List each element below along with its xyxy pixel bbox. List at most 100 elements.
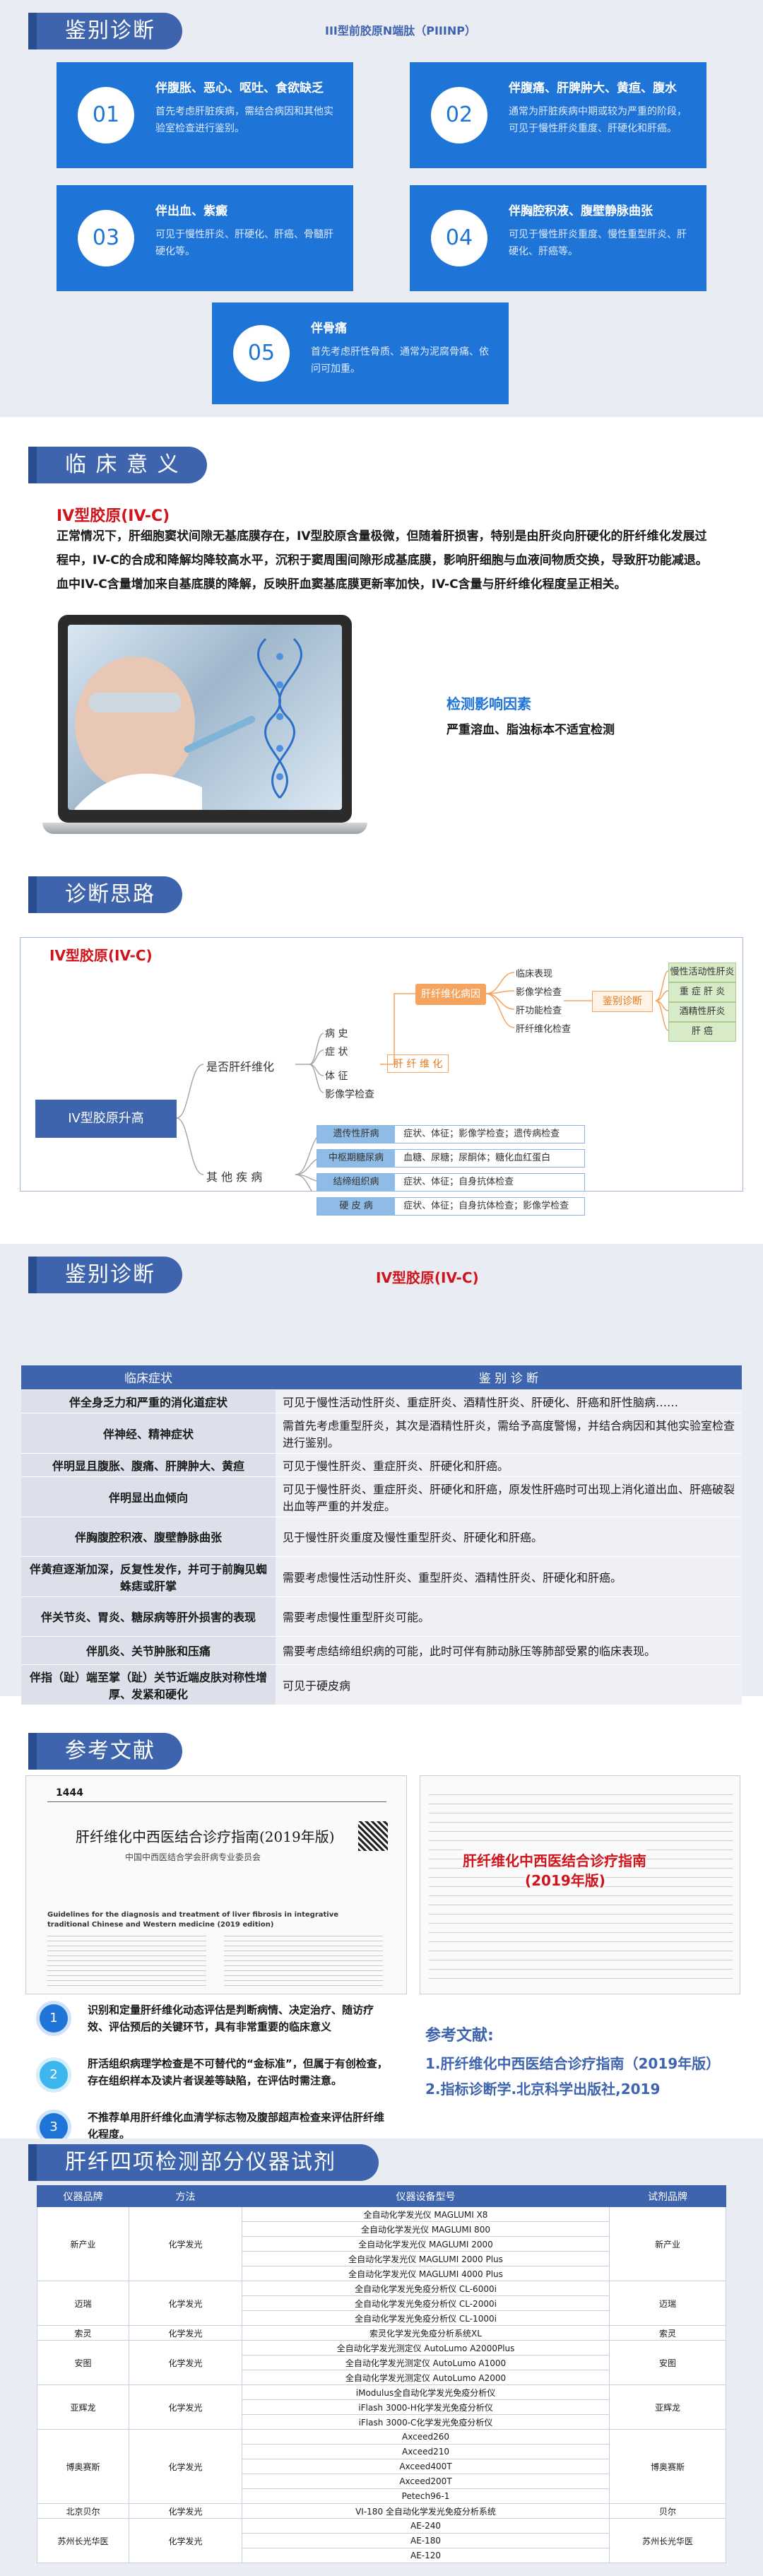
symptom-cell: 伴明显出血倾向 — [21, 1476, 276, 1517]
journal-text-column — [47, 1931, 206, 1988]
instrument-model-cell: 全自动化学发光免疫分析仪 CL-2000i — [242, 2295, 610, 2311]
section5-header: 参考文献 — [28, 1733, 182, 1770]
mindmap-b2-item: 硬 皮 病 症状、体征；自身抗体检查；影像学检查 — [317, 1197, 585, 1216]
section2-paragraph: 正常情况下，肝细胞窦状间隙无基底膜存在，IV型胶原含量极微，但随着肝损害，特别是… — [57, 529, 708, 592]
journal-overlay-title: 肝纤维化中西医结合诊疗指南 — [463, 1849, 646, 1870]
instrument-header-model: 仪器设备型号 — [242, 2185, 610, 2207]
instrument-reagent-cell: 迈瑞 — [609, 2281, 726, 2326]
instrument-model-cell: Axceed210 — [242, 2444, 610, 2459]
diagnosis-table-wrap: 临床症状 鉴 别 诊 断 伴全身乏力和严重的消化道症状可见于慢性活动性肝炎、重症… — [21, 1365, 742, 1705]
instrument-model-cell: AE-120 — [242, 2548, 610, 2563]
mindmap-b2-text: 症状、体征；影像学检查；遗传病检查 — [403, 1129, 560, 1139]
instrument-model-cell: 全自动化学发光仪 MAGLUMI 800 — [242, 2221, 610, 2237]
mindmap-title: IV型胶原(IV-C) — [49, 947, 153, 964]
instrument-model-cell: 全自动化学发光免疫分析仪 CL-6000i — [242, 2281, 610, 2296]
mindmap-b1-item: 病 史 — [325, 1028, 348, 1040]
diagnosis-cell: 可见于慢性活动性肝炎、重症肝炎、酒精性肝炎、肝硬化、肝癌和肝性脑病…… — [276, 1389, 742, 1413]
instrument-method-cell: 化学发光 — [129, 2384, 242, 2430]
instrument-reagent-cell: 苏州长光华医 — [609, 2518, 726, 2563]
instrument-model-cell: 全自动化学发光测定仪 AutoLumo A2000Plus — [242, 2340, 610, 2356]
journal-page-number: 1444 — [56, 1787, 83, 1799]
references-title: 参考文献: — [425, 2027, 494, 2045]
mindmap-root: IV型胶原升高 — [35, 1100, 177, 1138]
diagnosis-cell: 需要考虑慢性重型肝炎可能。 — [276, 1596, 742, 1637]
diagnosis-cell: 可见于硬皮病 — [276, 1664, 742, 1705]
mindmap-judge-node: 鉴别诊断 — [592, 991, 653, 1012]
mindmap-b2-text: 症状、体征；自身抗体检查；影像学检查 — [403, 1201, 569, 1211]
mindmap-fibrosis-node: 肝 纤 维 化 — [387, 1054, 449, 1073]
mindmap-b2-label: 中枢期糖尿病 — [317, 1150, 395, 1167]
instrument-model-cell: Axceed260 — [242, 2429, 610, 2445]
instrument-reagent-cell: 新产业 — [609, 2206, 726, 2281]
mindmap-b2-label: 结缔组织病 — [317, 1174, 395, 1191]
instrument-model-cell: iFlash 3000-C化学发光免疫分析仪 — [242, 2414, 610, 2430]
instrument-brand-cell: 亚辉龙 — [37, 2384, 129, 2430]
section3-header: 诊断思路 — [28, 876, 182, 913]
card-02: 02 伴腹痛、肝脾肿大、黄疸、腹水 通常为肝脏疾病中期或较为严重的阶段，可见于慢… — [410, 62, 706, 168]
factor-text: 严重溶血、脂浊标本不适宜检测 — [446, 723, 615, 737]
instrument-model-cell: iFlash 3000-H化学发光免疫分析仪 — [242, 2399, 610, 2415]
instrument-header-method: 方法 — [129, 2185, 242, 2207]
instrument-method-cell: 化学发光 — [129, 2429, 242, 2504]
instrument-model-cell: 全自动化学发光免疫分析仪 CL-1000i — [242, 2310, 610, 2326]
instrument-model-cell: iModulus全自动化学发光免疫分析仪 — [242, 2384, 610, 2400]
card-title: 伴胸腔积液、腹壁静脉曲张 — [509, 204, 653, 218]
instrument-method-cell: 化学发光 — [129, 2340, 242, 2385]
section4-title: IV型胶原(IV-C) — [376, 1269, 479, 1286]
card-title: 伴骨痛 — [311, 322, 347, 336]
card-01: 01 伴腹胀、恶心、呕吐、食欲缺乏 首先考虑肝脏疾病，需结合病因和其他实验室检查… — [57, 62, 353, 168]
card-number: 05 — [233, 325, 290, 382]
mindmap-b1-item: 体 征 — [325, 1071, 348, 1082]
table-row: 伴指（趾）端至掌（趾）关节近端皮肤对称性增厚、发紧和硬化可见于硬皮病 — [21, 1664, 742, 1705]
card-number: 01 — [78, 87, 134, 143]
laptop-screen-image — [68, 625, 342, 810]
table-row: 伴肌炎、关节肿胀和压痛需要考虑结缔组织病的可能，此时可伴有肺动脉压等肺部受累的临… — [21, 1636, 742, 1665]
section1-top-label: III型前胶原N端肽（PIIINP） — [325, 24, 476, 37]
symptom-cell: 伴黄疸逐渐加深，反复性发作，并可于前胸见蜘蛛痣或肝掌 — [21, 1556, 276, 1597]
note-text: 识别和定量肝纤维化动态评估是判断病情、决定治疗、随访疗效、评估预后的关键环节，具… — [88, 2004, 374, 2033]
mindmap-cause-item: 肝纤维化检查 — [516, 1024, 572, 1035]
card-desc: 通常为肝脏疾病中期或较为严重的阶段，可见于慢性肝炎重度、肝硬化和肝癌。 — [509, 106, 687, 134]
reference-item: 1.肝纤维化中西医结合诊疗指南（2019年版） — [425, 2055, 721, 2072]
table-header-symptom: 临床症状 — [21, 1365, 276, 1390]
diagnosis-table: 临床症状 鉴 别 诊 断 伴全身乏力和严重的消化道症状可见于慢性活动性肝炎、重症… — [21, 1365, 742, 1705]
symptom-cell: 伴神经、精神症状 — [21, 1413, 276, 1454]
mindmap-branch2: 其 他 疾 病 — [206, 1170, 263, 1184]
instrument-model-cell: 全自动化学发光仪 MAGLUMI 2000 — [242, 2236, 610, 2252]
table-row: 伴关节炎、胃炎、糖尿病等肝外损害的表现需要考虑慢性重型肝炎可能。 — [21, 1596, 742, 1637]
card-number: 02 — [431, 87, 487, 143]
instrument-method-cell: 化学发光 — [129, 2281, 242, 2326]
mindmap-cause-item: 影像学检查 — [516, 987, 562, 998]
table-row: 伴明显出血倾向可见于慢性肝炎、重症肝炎、肝硬化和肝癌，原发性肝癌时可出现上消化道… — [21, 1476, 742, 1517]
instrument-brand-cell: 北京贝尔 — [37, 2503, 129, 2519]
mindmap-b2-item: 结缔组织病 症状、体征；自身抗体检查 — [317, 1173, 585, 1192]
mindmap-b2-item: 遗传性肝病 症状、体征；影像学检查；遗传病检查 — [317, 1125, 585, 1143]
instrument-brand-cell: 安图 — [37, 2340, 129, 2385]
card-03: 03 伴出血、紫癜 可见于慢性肝炎、肝硬化、肝癌、骨髓肝硬化等。 — [57, 185, 353, 291]
note-number: 2 — [40, 2061, 68, 2089]
qr-code-icon — [358, 1821, 388, 1851]
journal-english-title: Guidelines for the diagnosis and treatme… — [47, 1911, 339, 1929]
instrument-method-cell: 化学发光 — [129, 2206, 242, 2281]
mindmap-b1-item: 影像学检查 — [325, 1089, 374, 1100]
instrument-reagent-cell: 索灵 — [609, 2325, 726, 2341]
symptom-cell: 伴全身乏力和严重的消化道症状 — [21, 1389, 276, 1413]
journal-subtitle: 中国中西医结合学会肝病专业委员会 — [125, 1852, 261, 1862]
factor-title: 检测影响因素 — [446, 695, 531, 712]
card-desc: 可见于慢性肝炎重度、慢性重型肝炎、肝硬化、肝癌等。 — [509, 229, 687, 257]
card-04: 04 伴胸腔积液、腹壁静脉曲张 可见于慢性肝炎重度、慢性重型肝炎、肝硬化、肝癌等… — [410, 185, 706, 291]
table-row: 伴黄疸逐渐加深，反复性发作，并可于前胸见蜘蛛痣或肝掌需要考虑慢性活动性肝炎、重型… — [21, 1556, 742, 1597]
table-row: 伴神经、精神症状需首先考虑重型肝炎，其次是酒精性肝炎，需给予高度警惕，并结合病因… — [21, 1413, 742, 1454]
instrument-row: 全自动化学发光测定仪 AutoLumo A2000 — [37, 2370, 726, 2385]
mindmap-cause-item: 肝功能检查 — [516, 1006, 562, 1016]
instrument-model-cell: AE-180 — [242, 2533, 610, 2548]
symptom-cell: 伴明显且腹胀、腹痛、肝脾肿大、黄疸 — [21, 1453, 276, 1477]
instrument-model-cell: VI-180 全自动化学发光免疫分析系统 — [242, 2503, 610, 2519]
mindmap-judge-item: 酒精性肝炎 — [668, 1002, 736, 1022]
instrument-brand-cell: 新产业 — [37, 2206, 129, 2281]
